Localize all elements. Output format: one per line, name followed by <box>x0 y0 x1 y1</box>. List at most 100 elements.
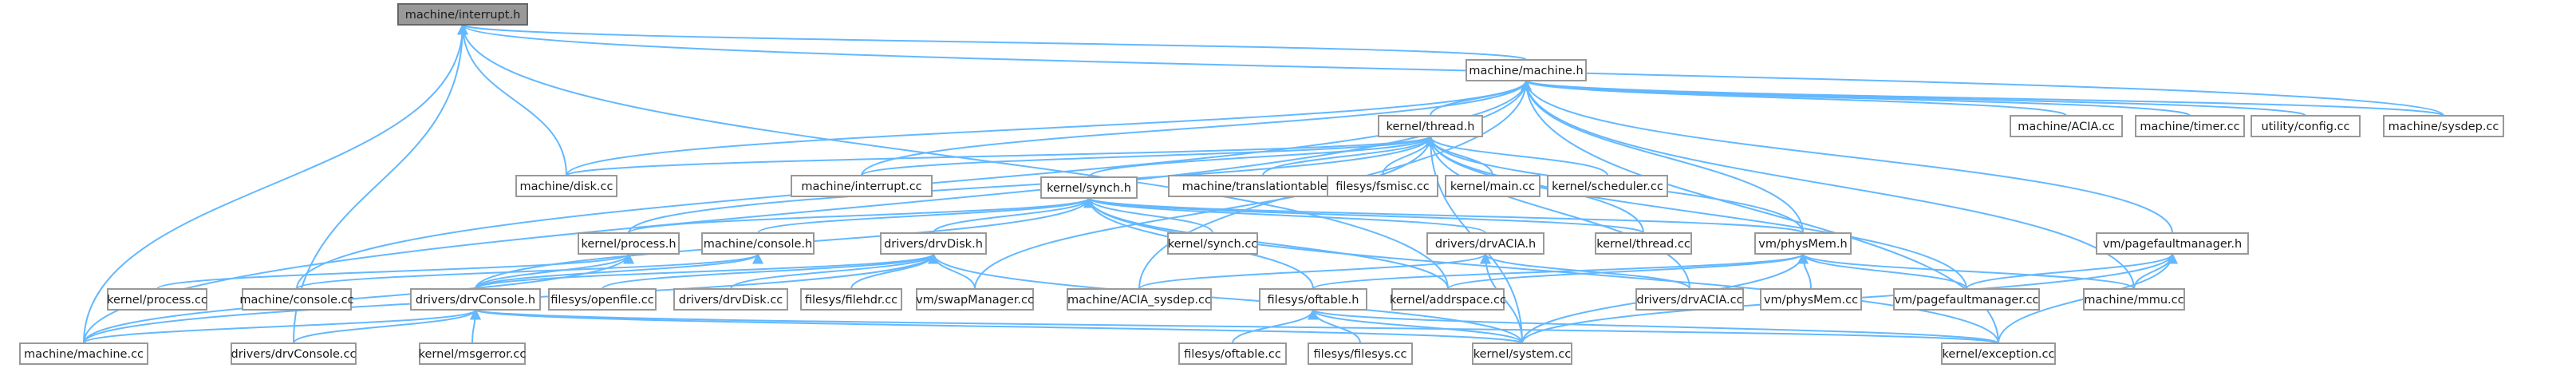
node-vm-swapmanager-cc[interactable]: vm/swapManager.cc <box>916 288 1034 311</box>
edge-machine-machine-h-to-machine-disk-cc <box>566 79 1532 176</box>
node-drivers-drvdisk-h[interactable]: drivers/drvDisk.h <box>880 232 987 255</box>
node-machine-machine-h[interactable]: machine/machine.h <box>1466 59 1587 81</box>
node-vm-physmem-h[interactable]: vm/physMem.h <box>1754 232 1852 255</box>
node-filesys-oftable-cc[interactable]: filesys/oftable.cc <box>1178 342 1287 365</box>
node-machine-interrupt-cc[interactable]: machine/interrupt.cc <box>791 175 933 197</box>
node-box <box>2251 115 2361 137</box>
edge-machine-machine-h-to-vm-physmem-h <box>1521 79 1804 234</box>
node-box <box>1941 342 2056 365</box>
node-kernel-addrspace-cc[interactable]: kernel/addrspace.cc <box>1390 288 1506 311</box>
edge-machine-machine-h-to-utility-config-cc <box>1521 79 2306 117</box>
edge-machine-interrupt-h-to-machine-machine-cc <box>83 23 468 344</box>
node-label: kernel/addrspace.cc <box>1390 294 1506 307</box>
node-machine-mmu-cc[interactable]: machine/mmu.cc <box>2083 288 2185 311</box>
node-box <box>916 288 1034 311</box>
node-label: machine/interrupt.cc <box>801 180 921 193</box>
node-box <box>1635 288 1744 311</box>
edge-kernel-synch-h-to-vm-physmem-h <box>1083 196 1804 234</box>
edge-kernel-thread-h-to-kernel-main-cc <box>1425 135 1493 176</box>
node-drivers-drvdisk-cc[interactable]: drivers/drvDisk.cc <box>673 288 788 311</box>
node-box <box>1595 232 1692 255</box>
node-filesys-filehdr-cc[interactable]: filesys/filehdr.cc <box>800 288 902 311</box>
node-label: machine/machine.h <box>1469 65 1583 77</box>
node-label: drivers/drvConsole.cc <box>231 348 357 361</box>
node-machine-console-h[interactable]: machine/console.h <box>701 232 815 255</box>
node-kernel-scheduler-cc[interactable]: kernel/scheduler.cc <box>1547 175 1668 197</box>
node-machine-disk-cc[interactable]: machine/disk.cc <box>515 175 617 197</box>
edge-kernel-thread-h-to-machine-disk-cc <box>566 135 1436 176</box>
node-label: machine/machine.cc <box>24 348 144 361</box>
node-kernel-thread-h[interactable]: kernel/thread.h <box>1378 115 1483 137</box>
node-label: drivers/drvConsole.h <box>416 294 535 307</box>
edge-filesys-oftable-h-to-kernel-system-cc <box>1308 308 1523 344</box>
node-box <box>1426 232 1544 255</box>
node-kernel-thread-cc[interactable]: kernel/thread.cc <box>1595 232 1692 255</box>
node-machine-timer-cc[interactable]: machine/timer.cc <box>2135 115 2245 137</box>
node-box <box>1391 288 1505 311</box>
node-label: vm/swapManager.cc <box>916 294 1034 307</box>
node-box <box>1547 175 1668 197</box>
node-box <box>548 288 657 311</box>
node-kernel-main-cc[interactable]: kernel/main.cc <box>1445 175 1540 197</box>
edge-machine-interrupt-h-to-machine-machine-h <box>457 23 1527 61</box>
node-machine-interrupt-h[interactable]: machine/interrupt.h <box>397 3 528 26</box>
edge-vm-pagefaultmanager-h-to-vm-pagefaultmanager-cc <box>1966 252 2178 290</box>
node-label: filesys/oftable.h <box>1268 294 1359 307</box>
node-drivers-drvconsole-cc[interactable]: drivers/drvConsole.cc <box>231 342 357 365</box>
edge-filesys-oftable-h-to-kernel-exception-cc <box>1308 308 1999 344</box>
node-filesys-openfile-cc[interactable]: filesys/openfile.cc <box>548 288 657 311</box>
node-vm-pagefaultmanager-cc[interactable]: vm/pagefaultmanager.cc <box>1893 288 2040 311</box>
node-kernel-system-cc[interactable]: kernel/system.cc <box>1472 342 1572 365</box>
edge-drivers-drvconsole-h-to-drivers-drvconsole-cc <box>293 308 481 344</box>
node-label: utility/config.cc <box>2261 121 2349 133</box>
node-box <box>1167 232 1258 255</box>
node-box <box>2135 115 2245 137</box>
node-box <box>242 288 352 311</box>
node-filesys-fsmisc-cc[interactable]: filesys/fsmisc.cc <box>1327 175 1438 197</box>
node-box <box>19 342 148 365</box>
node-kernel-msgerror-cc[interactable]: kernel/msgerror.cc <box>419 342 527 365</box>
node-machine-acia-sysdep-cc[interactable]: machine/ACIA_sysdep.cc <box>1067 288 1212 311</box>
node-kernel-exception-cc[interactable]: kernel/exception.cc <box>1941 342 2056 365</box>
node-label: machine/disk.cc <box>520 180 613 193</box>
node-label: drivers/drvACIA.h <box>1435 238 1536 251</box>
edge-machine-interrupt-h-to-machine-sysdep-cc <box>457 23 2444 117</box>
edge-machine-interrupt-h-to-drivers-drvconsole-cc <box>293 23 468 344</box>
node-label: machine/sysdep.cc <box>2389 121 2499 133</box>
node-box <box>419 342 526 365</box>
edge-drivers-drvconsole-h-to-kernel-system-cc <box>470 308 1523 344</box>
node-drivers-drvacia-cc[interactable]: drivers/drvACIA.cc <box>1635 288 1744 311</box>
node-box <box>673 288 788 311</box>
node-box <box>231 342 357 365</box>
node-label: filesys/filehdr.cc <box>805 294 897 307</box>
edge-kernel-process-h-to-drivers-drvconsole-h <box>475 252 634 290</box>
node-box <box>2083 288 2185 311</box>
edge-drivers-drvconsole-h-to-kernel-msgerror-cc <box>469 308 481 344</box>
node-filesys-oftable-h[interactable]: filesys/oftable.h <box>1259 288 1367 311</box>
node-kernel-process-cc[interactable]: kernel/process.cc <box>107 288 207 311</box>
node-machine-acia-cc[interactable]: machine/ACIA.cc <box>2010 115 2123 137</box>
node-kernel-process-h[interactable]: kernel/process.h <box>578 232 680 255</box>
node-drivers-drvacia-h[interactable]: drivers/drvACIA.h <box>1426 232 1544 255</box>
node-machine-machine-cc[interactable]: machine/machine.cc <box>19 342 148 365</box>
node-kernel-synch-h[interactable]: kernel/synch.h <box>1040 176 1138 199</box>
node-box <box>410 288 541 311</box>
node-kernel-synch-cc[interactable]: kernel/synch.cc <box>1167 232 1258 255</box>
node-machine-console-cc[interactable]: machine/console.cc <box>239 288 354 311</box>
node-vm-physmem-cc[interactable]: vm/physMem.cc <box>1760 288 1862 311</box>
edges-layer <box>83 23 2444 344</box>
node-machine-sysdep-cc[interactable]: machine/sysdep.cc <box>2383 115 2504 137</box>
node-drivers-drvconsole-h[interactable]: drivers/drvConsole.h <box>410 288 541 311</box>
edge-drivers-drvconsole-h-to-machine-machine-cc <box>83 308 481 344</box>
edge-vm-physmem-h-to-vm-pagefaultmanager-cc <box>1797 252 1967 290</box>
node-label: machine/ACIA_sysdep.cc <box>1067 294 1211 307</box>
node-label: vm/pagefaultmanager.h <box>2103 238 2242 251</box>
node-box <box>800 288 902 311</box>
node-filesys-filesys-cc[interactable]: filesys/filesys.cc <box>1308 342 1413 365</box>
edge-drivers-drvconsole-h-to-kernel-exception-cc <box>471 308 1999 344</box>
node-vm-pagefaultmanager-h[interactable]: vm/pagefaultmanager.h <box>2096 232 2249 255</box>
node-label: machine/mmu.cc <box>2084 294 2183 307</box>
edge-kernel-process-h-to-machine-machine-cc <box>83 252 634 344</box>
node-utility-config-cc[interactable]: utility/config.cc <box>2251 115 2361 137</box>
